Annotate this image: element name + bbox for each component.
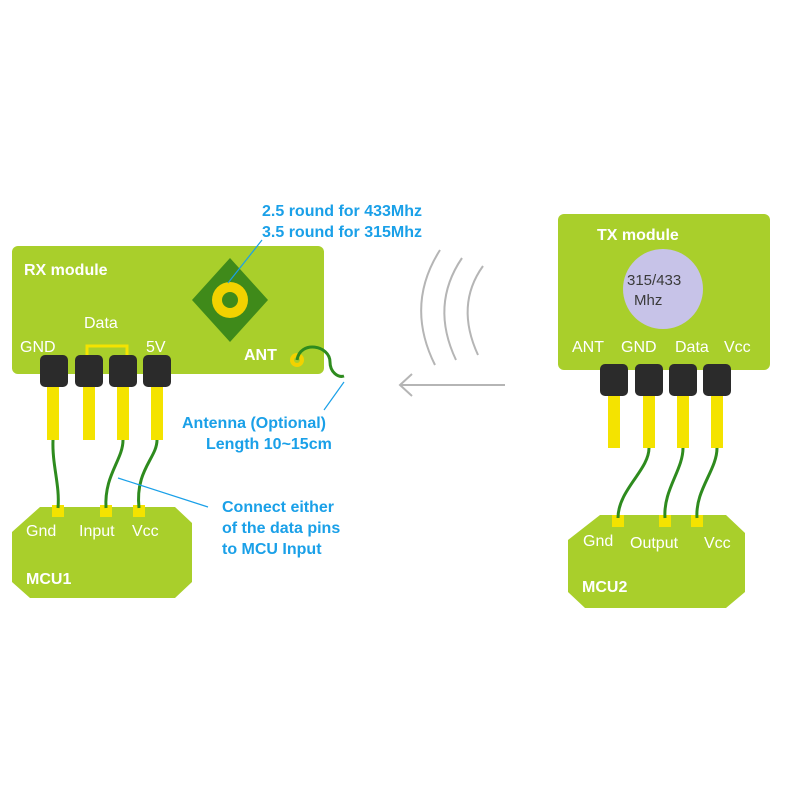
tx-pin-ant xyxy=(608,386,620,448)
tx-pin-gnd xyxy=(643,386,655,448)
mcu1-pin-gnd: Gnd xyxy=(26,523,56,540)
tx-module: TX module 315/433 Mhz ANT GND Data Vcc xyxy=(558,214,770,370)
rx-module: RX module GND Data 5V ANT xyxy=(12,246,345,378)
connect-note-line2: of the data pins xyxy=(222,520,340,537)
rx-pin-label-5v: 5V xyxy=(146,339,166,356)
mcu1: Gnd Input Vcc MCU1 xyxy=(12,505,192,598)
tx-pin-label-data: Data xyxy=(675,339,709,356)
antenna-note-line2: Length 10~15cm xyxy=(206,436,332,453)
tx-pin-vcc xyxy=(711,386,723,448)
coil-note-line2: 3.5 round for 315Mhz xyxy=(262,224,422,241)
tx-pin-data xyxy=(677,386,689,448)
tx-wires xyxy=(616,447,719,519)
tx-chip-line2: Mhz xyxy=(634,292,662,309)
connect-note-line1: Connect either xyxy=(222,499,334,516)
mcu2-pin-output: Output xyxy=(630,535,679,552)
rx-pin-5v xyxy=(151,378,163,440)
antenna-note-line1: Antenna (Optional) xyxy=(182,415,326,432)
rx-pin-label-gnd: GND xyxy=(20,339,56,356)
mcu2: Gnd Output Vcc MCU2 xyxy=(568,515,745,608)
rx-title: RX module xyxy=(24,262,108,279)
mcu1-pin-input: Input xyxy=(79,523,115,540)
tx-chip xyxy=(623,249,703,329)
signal-arrow-icon xyxy=(398,373,505,397)
mcu2-pin-vcc: Vcc xyxy=(704,535,731,552)
rx-pin-label-data: Data xyxy=(84,315,118,332)
data-pin-bracket xyxy=(85,344,129,360)
rx-wires xyxy=(51,439,159,509)
tx-chip-line1: 315/433 xyxy=(627,272,681,289)
mcu2-name: MCU2 xyxy=(582,579,627,596)
antenna-wire xyxy=(295,345,345,378)
rx-ant-label: ANT xyxy=(244,347,277,364)
tx-pin-label-ant: ANT xyxy=(572,339,604,356)
coil-note: 2.5 round for 433Mhz 3.5 round for 315Mh… xyxy=(227,203,422,284)
tx-pin-label-vcc: Vcc xyxy=(724,339,751,356)
coil-note-line1: 2.5 round for 433Mhz xyxy=(262,203,422,220)
connect-note-line3: to MCU Input xyxy=(222,541,322,558)
antenna-note: Antenna (Optional) Length 10~15cm xyxy=(182,381,345,453)
rx-pin-data1 xyxy=(83,378,95,440)
tx-header xyxy=(600,364,731,448)
mcu2-pin-gnd: Gnd xyxy=(583,533,613,550)
coil-icon xyxy=(192,258,268,342)
rx-pin-data2 xyxy=(117,378,129,440)
tx-pin-label-gnd: GND xyxy=(621,339,657,356)
mcu1-name: MCU1 xyxy=(26,571,71,588)
mcu2-board xyxy=(568,515,745,608)
rx-header xyxy=(40,355,171,440)
mcu1-board xyxy=(12,507,192,598)
tx-title: TX module xyxy=(597,227,679,244)
connect-note: Connect either of the data pins to MCU I… xyxy=(117,477,340,558)
mcu1-pin-vcc: Vcc xyxy=(132,523,159,540)
rx-pin-gnd xyxy=(47,378,59,440)
radio-wave-icon xyxy=(420,249,484,366)
